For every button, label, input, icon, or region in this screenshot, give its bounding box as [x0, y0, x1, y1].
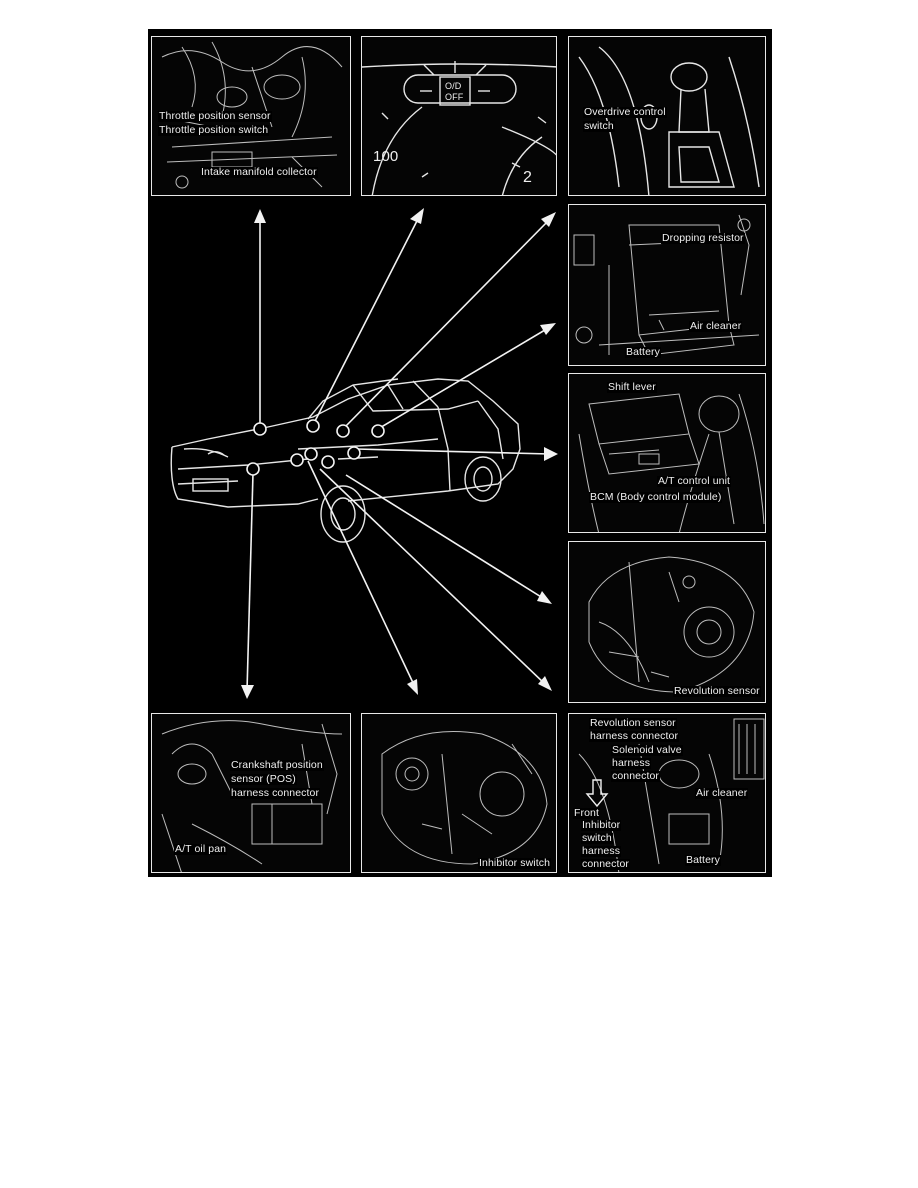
label-solenoid-valve: Solenoid valve: [611, 744, 683, 756]
label-revolution-sensor: Revolution sensor: [673, 685, 761, 697]
label-inhibitor-switch: Inhibitor switch: [478, 857, 552, 869]
label-battery-h: Battery: [685, 854, 721, 866]
panel-overdrive-control: Overdrive control switch: [568, 36, 766, 196]
label-throttle-position-sensor: Throttle position sensor: [158, 110, 272, 122]
label-front: Front: [573, 807, 601, 819]
label-crankshaft-position: Crankshaft position: [230, 759, 324, 771]
label-at-control-unit: A/T control unit: [657, 475, 732, 487]
label-inhibitor-switch-h: switch: [581, 832, 613, 844]
gauge-end-readout: 2: [523, 169, 532, 186]
component-location-diagram: Throttle position sensor Throttle positi…: [148, 29, 772, 877]
label-shift-lever: Shift lever: [607, 381, 657, 393]
vehicle-outline: [170, 378, 521, 543]
label-revolution-sensor-h: Revolution sensor: [589, 717, 677, 729]
panel-harness-connectors: Revolution sensor harness connector Sole…: [568, 713, 766, 873]
panel-od-off-indicator: O/D OFF 100 2: [361, 36, 557, 196]
label-sensor-pos: sensor (POS): [230, 773, 297, 785]
label-harness-connector-h: harness connector: [589, 730, 680, 742]
panel-dropping-resistor: Dropping resistor Air cleaner Battery: [568, 204, 766, 366]
instrument-cluster-illustration: [362, 61, 556, 195]
console-illustration: [578, 393, 765, 532]
label-inhibitor-harness: harness: [581, 845, 622, 857]
label-overdrive-switch: switch: [583, 120, 615, 132]
location-markers: [246, 419, 385, 476]
label-inhibitor-connector: connector: [581, 858, 631, 870]
indicator-od: O/D: [445, 81, 462, 91]
callout-arrows: [241, 208, 558, 699]
label-solenoid-harness: harness: [611, 757, 652, 769]
label-throttle-position-switch: Throttle position switch: [158, 124, 270, 136]
label-dropping-resistor: Dropping resistor: [661, 232, 745, 244]
speed-readout: 100: [373, 148, 399, 165]
label-harness-connector: harness connector: [230, 787, 321, 799]
indicator-off: OFF: [445, 92, 464, 102]
panel-throttle-position: Throttle position sensor Throttle positi…: [151, 36, 351, 196]
label-battery: Battery: [625, 346, 661, 358]
label-air-cleaner: Air cleaner: [689, 320, 743, 332]
label-air-cleaner-h: Air cleaner: [695, 787, 749, 799]
label-at-oil-pan: A/T oil pan: [174, 843, 228, 855]
transmission-illustration: [381, 731, 548, 865]
label-solenoid-connector: connector: [611, 770, 661, 782]
vehicle-arrows-layer: [170, 208, 558, 699]
label-intake-manifold-collector: Intake manifold collector: [200, 166, 318, 178]
transaxle-illustration: [588, 556, 755, 693]
panel-crankshaft-sensor: Crankshaft position sensor (POS) harness…: [151, 713, 351, 873]
label-bcm: BCM (Body control module): [589, 491, 723, 503]
battery-area-illustration: [573, 214, 760, 356]
panel-inhibitor-switch: Inhibitor switch: [361, 713, 557, 873]
label-inhibitor: Inhibitor: [581, 819, 622, 831]
label-overdrive-control: Overdrive control: [583, 106, 667, 118]
panel-at-control-unit: Shift lever A/T control unit BCM (Body c…: [568, 373, 766, 533]
panel-revolution-sensor: Revolution sensor: [568, 541, 766, 703]
